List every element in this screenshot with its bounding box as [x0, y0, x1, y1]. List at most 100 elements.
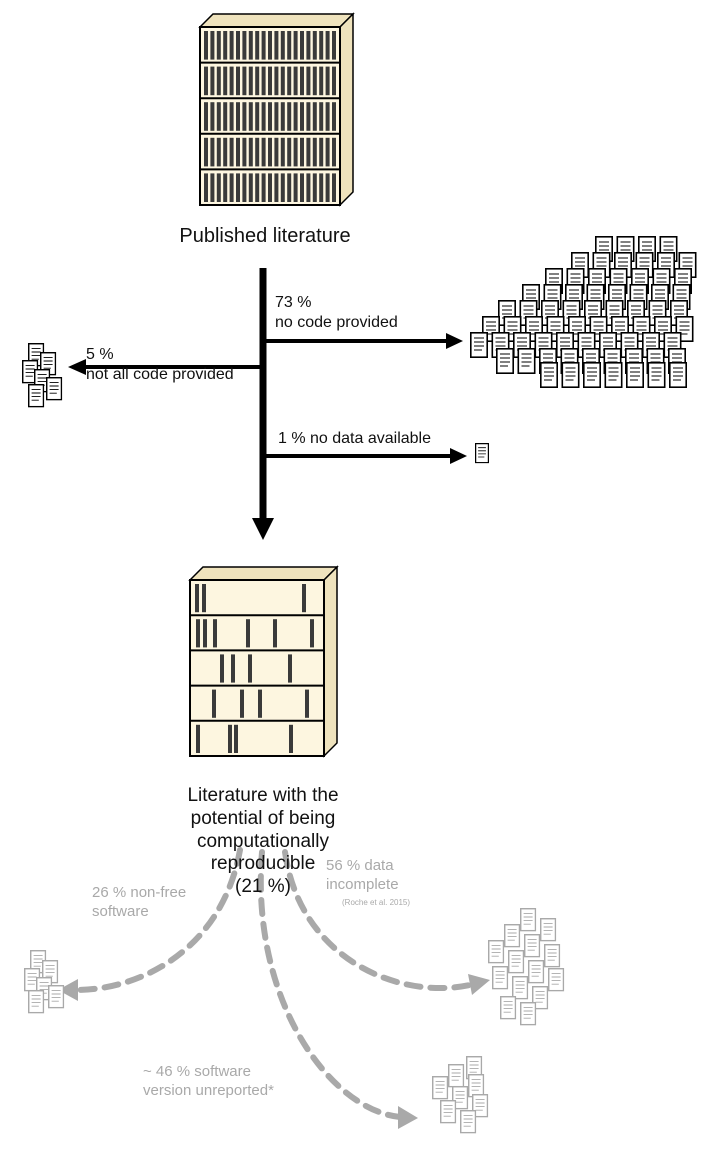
document-pile-non-free: [24, 950, 65, 1014]
book-spine: [280, 173, 285, 202]
document-icon: [561, 362, 580, 388]
book-spine: [228, 724, 232, 753]
book-spine: [293, 31, 298, 60]
book-spine: [268, 102, 272, 131]
book-spine: [273, 619, 277, 648]
book-spine: [210, 137, 215, 167]
book-spine: [274, 173, 279, 202]
book-spine: [261, 66, 266, 96]
book-spine: [293, 173, 298, 202]
book-spine: [302, 584, 306, 613]
document-icon: [496, 348, 514, 374]
book-spine: [274, 66, 279, 96]
book-spine: [196, 619, 200, 648]
label-data-incomplete: 56 % data incomplete: [326, 857, 399, 894]
book-spine: [204, 173, 208, 202]
book-spine: [287, 102, 292, 131]
document-icon: [604, 362, 623, 388]
document-icon: [524, 934, 541, 958]
book-spine: [268, 66, 272, 96]
book-spine: [306, 31, 311, 60]
book-spine: [203, 619, 207, 648]
book-spine: [258, 689, 262, 718]
dashed-flow-arrows: [73, 847, 473, 1120]
shelf-side: [323, 565, 338, 758]
book-spine: [332, 102, 336, 131]
book-spine: [223, 173, 228, 202]
book-spine: [332, 137, 336, 167]
document-pile-no-code: [470, 236, 697, 388]
bookshelf-full-icon: [198, 12, 355, 207]
book-spine: [210, 173, 215, 202]
shelf-side: [339, 12, 354, 207]
label-version-unreported: ~ 46 % software version unreported*: [143, 1063, 274, 1100]
document-pile-data-incomplete: [488, 908, 565, 1026]
book-spine: [280, 31, 285, 60]
book-spine: [312, 173, 317, 202]
document-icon: [626, 362, 644, 388]
book-spine: [268, 173, 272, 202]
label-citation: (Roche et al. 2015): [342, 898, 411, 907]
dashed-arrow-non-free: [73, 847, 243, 993]
shelf-front: [189, 579, 325, 757]
document-icon: [488, 940, 505, 964]
document-pile-no-data: [475, 443, 490, 464]
book-spine: [306, 173, 311, 202]
book-spine: [216, 102, 221, 131]
book-spine: [210, 66, 215, 96]
book-spine: [312, 137, 317, 167]
book-spine: [280, 102, 285, 131]
book-spine: [300, 31, 304, 60]
shelf-top: [198, 13, 355, 28]
book-spine: [268, 137, 272, 167]
dashed-arrowhead-non-free: [58, 979, 78, 1001]
book-spine: [229, 66, 234, 96]
arrow-no-code-head: [446, 333, 463, 349]
book-spine: [332, 173, 336, 202]
book-spine: [319, 66, 324, 96]
book-spine: [325, 102, 330, 131]
book-spine: [255, 66, 260, 96]
document-icon: [520, 1002, 537, 1026]
book-spine: [312, 102, 317, 131]
book-spine: [287, 137, 292, 167]
book-spine: [287, 173, 292, 202]
book-spine: [236, 102, 240, 131]
book-spine: [293, 137, 298, 167]
main-vertical-arrowhead: [252, 518, 274, 540]
book-spine: [229, 137, 234, 167]
book-spine: [288, 654, 292, 683]
shelf-top: [188, 566, 339, 581]
document-icon: [544, 944, 561, 968]
book-spine: [268, 31, 272, 60]
book-spine: [325, 31, 330, 60]
book-spine: [305, 689, 309, 718]
book-spine: [325, 173, 330, 202]
book-spine: [234, 724, 238, 753]
book-spine: [236, 66, 240, 96]
book-spine: [325, 137, 330, 167]
document-icon: [475, 443, 490, 464]
dashed-arrow-version: [257, 849, 403, 1120]
book-spine: [293, 102, 298, 131]
book-spine: [332, 31, 336, 60]
book-spine: [300, 137, 304, 167]
book-spine: [274, 137, 279, 167]
book-spine: [280, 137, 285, 167]
book-spine: [248, 66, 253, 96]
book-spine: [220, 654, 224, 683]
document-icon: [440, 1100, 457, 1124]
main-flow-arrows: [68, 268, 467, 540]
book-spine: [229, 173, 234, 202]
book-spine: [332, 66, 336, 96]
book-spine: [216, 173, 221, 202]
book-spine: [210, 31, 215, 60]
book-spine: [202, 584, 206, 613]
book-spine: [261, 137, 266, 167]
document-icon: [460, 1110, 477, 1134]
document-icon: [647, 362, 666, 388]
document-icon: [583, 362, 601, 388]
document-icon: [508, 950, 525, 974]
book-spine: [255, 137, 260, 167]
